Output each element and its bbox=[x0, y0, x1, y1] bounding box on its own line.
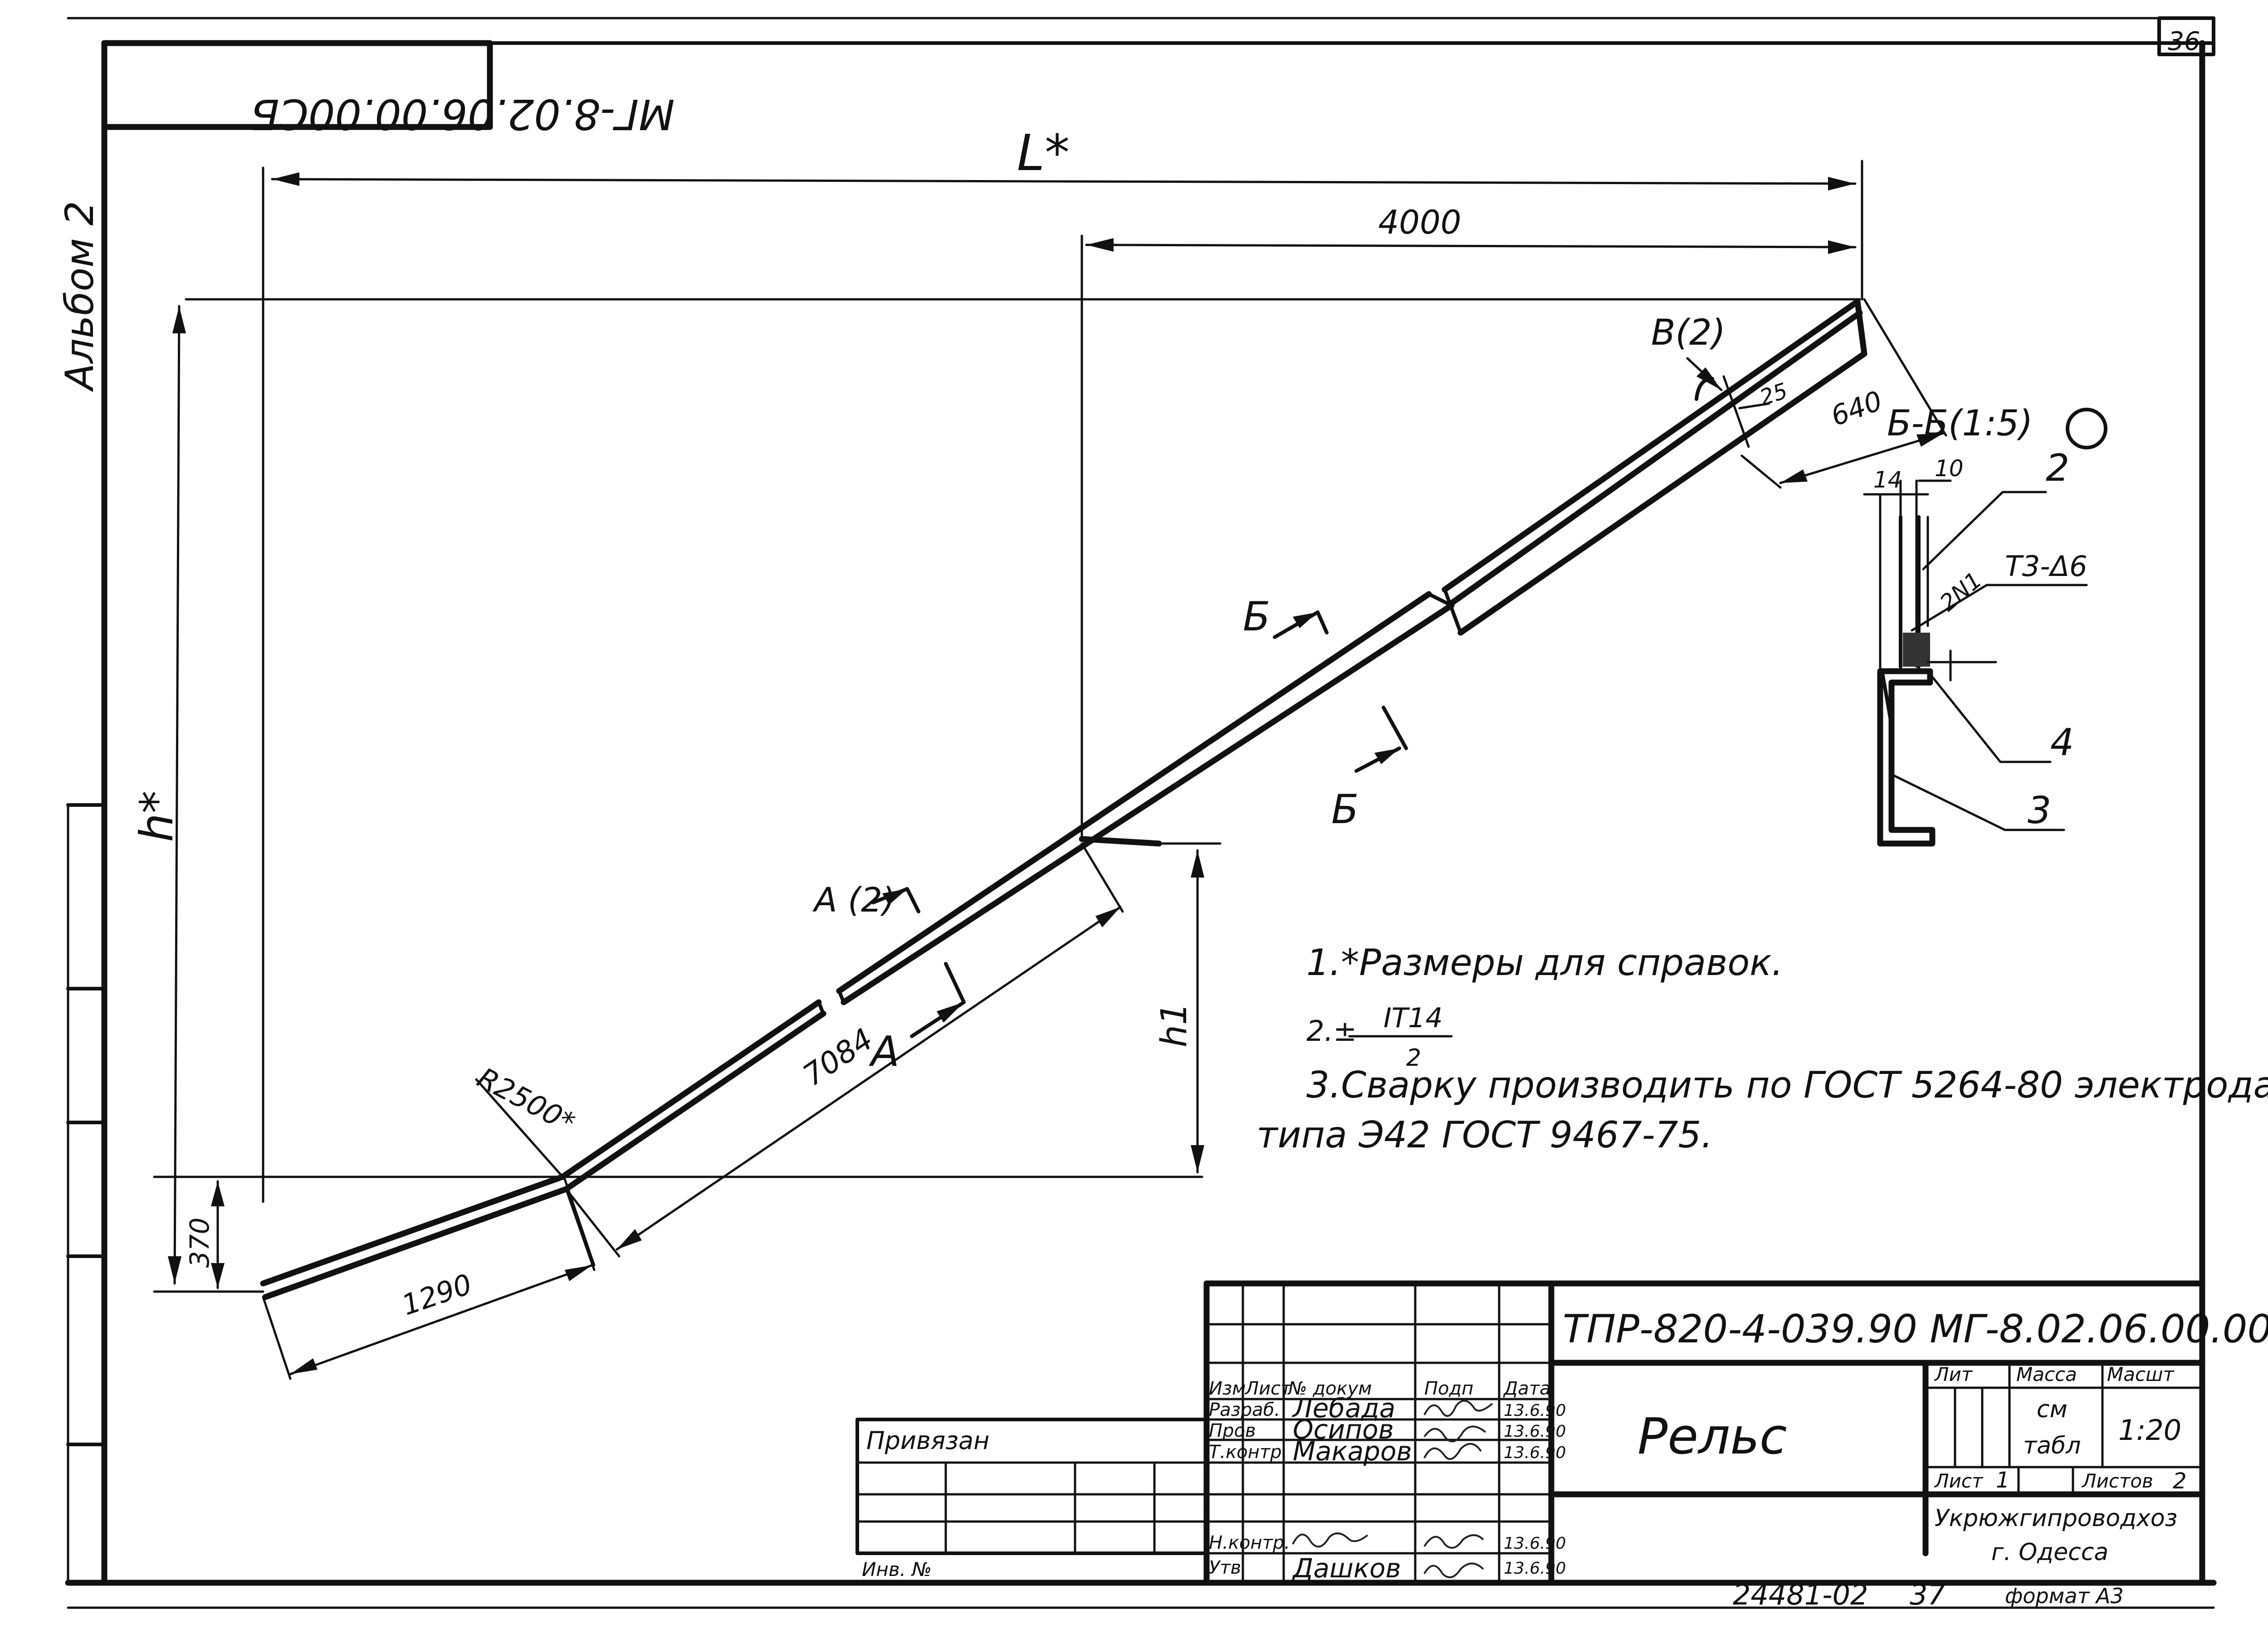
section-dim-10: 10 bbox=[1935, 455, 1964, 482]
notes-block: 1.*Размеры для справок. 2.± IT14 2 3.Сва… bbox=[1256, 941, 2268, 1156]
col-izm: Изм bbox=[1209, 1378, 1246, 1399]
section-dim-14: 14 bbox=[1873, 467, 1902, 493]
dim-L: L* bbox=[1017, 124, 1070, 182]
view-a: A bbox=[869, 1027, 899, 1076]
weld-code: Т3-Δ6 bbox=[2005, 550, 2087, 583]
view-b-bottom: Б bbox=[1331, 786, 1359, 833]
dim-370: 370 bbox=[184, 1218, 215, 1268]
role-dev: Разраб. bbox=[1209, 1400, 1280, 1420]
dim-h1: h1 bbox=[1154, 1002, 1195, 1047]
callout-3: 3 bbox=[2028, 789, 2051, 832]
date-tcontrol: 13.6.90 bbox=[1504, 1444, 1566, 1462]
doc-code: ТПР-820-4-039.90 МГ-8.02.06.00.00СБ bbox=[1563, 1307, 2268, 1352]
org-line-1: Укрюжгипроводхоз bbox=[1935, 1505, 2177, 1532]
note-3-line-1: 3.Сварку производить по ГОСТ 5264-80 эле… bbox=[1306, 1064, 2268, 1106]
title-block bbox=[855, 1280, 2205, 1586]
view-markers bbox=[871, 357, 1723, 1038]
scale-value: 1:20 bbox=[2118, 1414, 2181, 1447]
hdr-mass: Масса bbox=[2016, 1363, 2077, 1385]
mirrored-code: МГ-8.02.06.00.00СБ bbox=[251, 90, 675, 138]
col-sign: Подп bbox=[1424, 1378, 1473, 1399]
sheet-number: 36 bbox=[2168, 27, 2200, 56]
date-check: 13.6.90 bbox=[1504, 1422, 1566, 1441]
archive-number: 24481-02 bbox=[1733, 1578, 1868, 1611]
sheet-value: 1 bbox=[1996, 1468, 2010, 1493]
dim-4000: 4000 bbox=[1378, 203, 1461, 241]
dim-640: 640 bbox=[1827, 385, 1887, 433]
callout-2: 2 bbox=[2046, 447, 2069, 490]
date-ncontrol: 13.6.90 bbox=[1504, 1534, 1566, 1553]
sheets-label: Листов bbox=[2081, 1470, 2153, 1492]
name-check: Осипов bbox=[1293, 1414, 1394, 1445]
col-date: Дата bbox=[1503, 1378, 1551, 1399]
mass-line-1: см bbox=[2037, 1396, 2068, 1423]
rail-part bbox=[260, 298, 1867, 1300]
date-approve: 13.6.90 bbox=[1504, 1559, 1566, 1578]
sheet-label: Лист bbox=[1934, 1470, 1984, 1492]
left-margin-ticks bbox=[66, 803, 106, 1584]
view-b2: B(2) bbox=[1651, 312, 1725, 353]
album-label: Альбом 2 bbox=[57, 201, 103, 392]
dimension-lines bbox=[153, 160, 1947, 1380]
dim-r2500: R2500* bbox=[472, 1061, 581, 1139]
role-check: Пров bbox=[1209, 1420, 1256, 1441]
weld-count: 2N1 bbox=[1935, 567, 1987, 616]
view-a2: A (2) bbox=[812, 881, 895, 920]
mass-line-2: табл bbox=[2023, 1432, 2081, 1459]
dim-h: h* bbox=[130, 790, 183, 842]
mirrored-code-box bbox=[101, 40, 493, 130]
page-number: 37 bbox=[1910, 1578, 1945, 1611]
format-label: формат А3 bbox=[2005, 1584, 2124, 1608]
bound-label: Привязан bbox=[866, 1426, 989, 1455]
note-2-denominator: 2 bbox=[1406, 1044, 1421, 1072]
role-ncontrol: Н.контр. bbox=[1209, 1532, 1290, 1553]
note-1: 1.*Размеры для справок. bbox=[1306, 941, 1783, 984]
name-dev: Лебада bbox=[1292, 1393, 1395, 1424]
sheets-value: 2 bbox=[2173, 1468, 2187, 1494]
col-doc: № докум bbox=[1287, 1378, 1372, 1399]
col-list: Лист bbox=[1244, 1378, 1292, 1399]
view-b-top: Б bbox=[1243, 593, 1270, 640]
section-circle-symbol bbox=[2066, 408, 2107, 449]
role-approve: Утв bbox=[1209, 1557, 1241, 1578]
name-approve: Дашков bbox=[1291, 1553, 1401, 1584]
signatures bbox=[1292, 1400, 1493, 1578]
hdr-lit: Лит bbox=[1934, 1363, 1973, 1385]
name-tcontrol: Макаров bbox=[1293, 1436, 1412, 1467]
hdr-scale: Масшт bbox=[2107, 1363, 2175, 1385]
section-detail bbox=[1863, 479, 2088, 847]
callout-4: 4 bbox=[2050, 721, 2074, 764]
view-section-label: Б-Б(1:5) bbox=[1887, 403, 2033, 444]
inv-label: Инв. № bbox=[862, 1558, 932, 1580]
note-2-prefix: 2.± bbox=[1306, 1015, 1357, 1048]
org-line-2: г. Одесса bbox=[1991, 1539, 2108, 1566]
role-tcontrol: Т.контр. bbox=[1209, 1442, 1287, 1463]
part-title: Рельс bbox=[1637, 1407, 1787, 1465]
dim-1290: 1290 bbox=[398, 1267, 476, 1322]
date-dev: 13.6.90 bbox=[1504, 1401, 1566, 1420]
dim-7084: 7084 bbox=[797, 1021, 879, 1093]
note-3-line-2: типа Э42 ГОСТ 9467-75. bbox=[1256, 1114, 1713, 1156]
note-2-numerator: IT14 bbox=[1383, 1002, 1443, 1034]
